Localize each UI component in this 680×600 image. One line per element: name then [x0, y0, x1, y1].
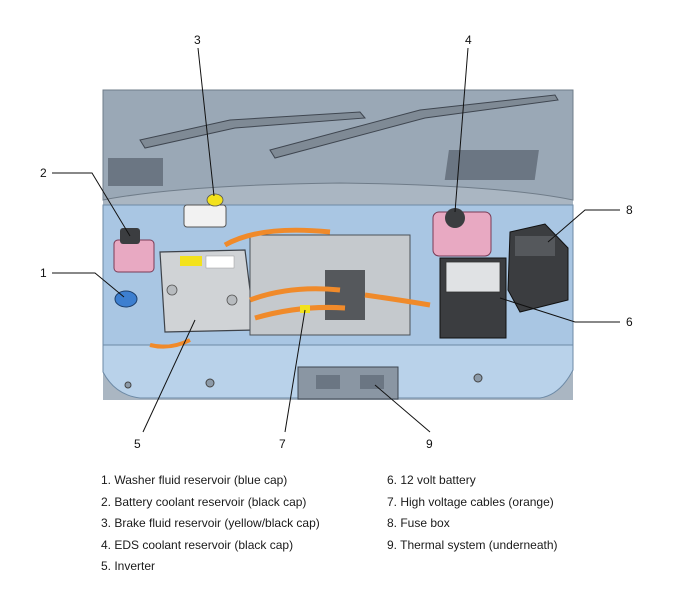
bolt-far-left — [124, 381, 132, 389]
hv-cable-2 — [249, 286, 341, 303]
leader-line-6 — [499, 297, 620, 323]
wiper-blade-right — [269, 94, 559, 159]
callout-8: 8 — [626, 203, 633, 217]
leader-line-7 — [284, 309, 306, 433]
brake-fluid-reservoir — [183, 204, 227, 228]
leader-line-3 — [197, 47, 215, 197]
hv-cable-5 — [149, 338, 191, 349]
leader-line-1 — [52, 272, 125, 298]
leader-line-2 — [52, 172, 131, 237]
washer-fluid-cap — [114, 290, 138, 308]
legend-item: 3. Brake fluid reservoir (yellow/black c… — [101, 516, 320, 530]
legend-item: 1. Washer fluid reservoir (blue cap) — [101, 473, 288, 487]
eds-coolant-cap — [445, 208, 465, 228]
inverter-white-label — [205, 255, 235, 269]
legend-left: 1. Washer fluid reservoir (blue cap) 2. … — [101, 470, 320, 578]
leader-line-8 — [547, 209, 620, 243]
callout-4: 4 — [465, 33, 472, 47]
cowl-vent-left — [108, 158, 163, 186]
legend-item: 9. Thermal system (underneath) — [387, 537, 558, 552]
leader-line-9 — [374, 384, 431, 433]
hv-cable-1 — [223, 227, 331, 248]
battery-coolant-reservoir — [113, 239, 155, 273]
leader-line-4 — [454, 47, 469, 213]
engine-bay-diagram: 1 2 3 4 5 6 7 8 9 — [40, 33, 633, 450]
legend-item: 5. Inverter — [101, 559, 156, 573]
center-dark-block — [325, 270, 365, 320]
hv-cable-4 — [364, 292, 431, 308]
legend-item: 4. EDS coolant reservoir (black cap) — [101, 537, 294, 552]
inverter-port-2 — [226, 294, 238, 306]
brake-fluid-cap — [206, 193, 224, 207]
callout-6: 6 — [626, 315, 633, 329]
leader-line-5 — [142, 319, 196, 433]
cowl-vent-right — [444, 150, 539, 180]
hv-yellow-tag — [300, 305, 310, 313]
legend-item: 7. High voltage cables (orange) — [387, 494, 554, 509]
fuse-box-lid — [515, 236, 555, 256]
12v-battery-top — [445, 261, 501, 293]
legend-right: 6. 12 volt battery 7. High voltage cable… — [387, 470, 558, 556]
bolt-right — [473, 373, 483, 383]
callout-7: 7 — [279, 437, 286, 450]
callout-1: 1 — [40, 266, 47, 280]
callout-2: 2 — [40, 166, 47, 180]
legend-item: 6. 12 volt battery — [387, 473, 476, 487]
callout-5: 5 — [134, 437, 141, 450]
legend-item: 2. Battery coolant reservoir (black cap) — [101, 494, 307, 509]
callout-9: 9 — [426, 437, 433, 450]
thermal-system-slot — [316, 375, 340, 389]
inverter-yellow-label — [180, 256, 202, 266]
wiper-blade-left — [139, 111, 367, 149]
thermal-system-slot-2 — [360, 375, 384, 389]
bolt-left — [205, 378, 215, 388]
callout-3: 3 — [194, 33, 201, 47]
legend-item: 8. Fuse box — [387, 516, 450, 530]
inverter-port-1 — [166, 284, 178, 296]
